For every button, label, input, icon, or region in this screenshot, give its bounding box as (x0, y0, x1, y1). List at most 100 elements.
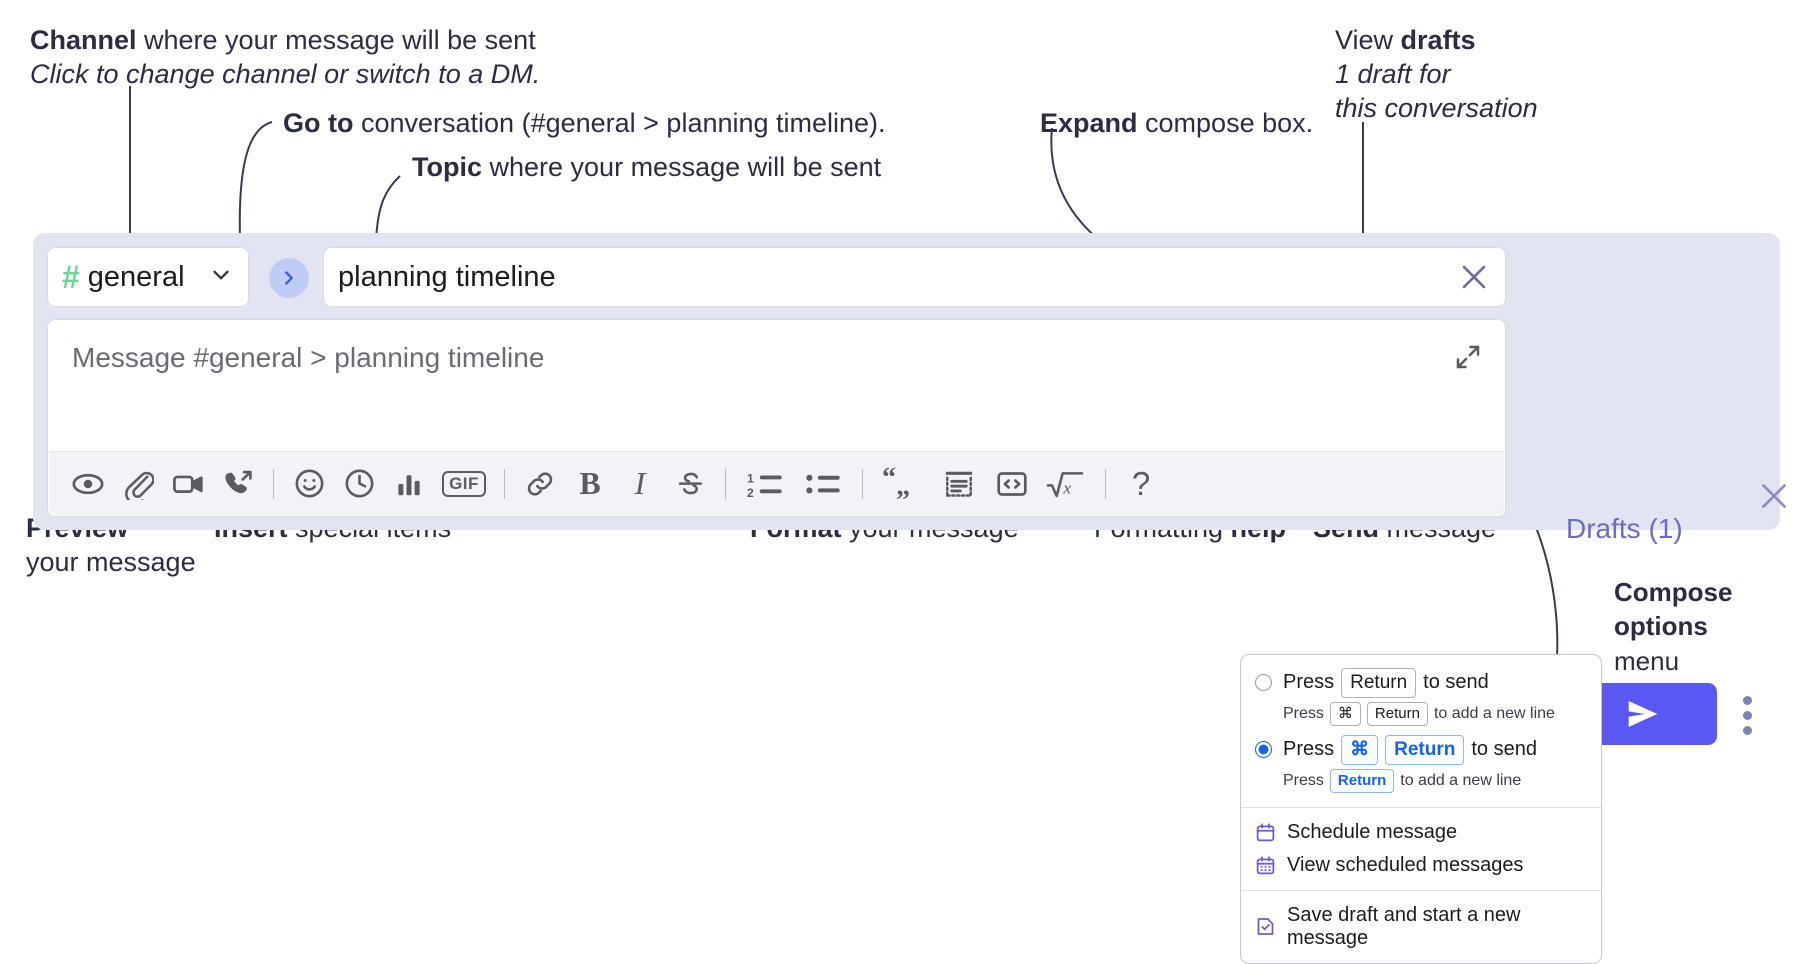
annotation-compose-options-l3: menu (1614, 645, 1680, 676)
compose-inner: # general planning timeline Message #gen… (47, 247, 1506, 517)
svg-text:1: 1 (747, 471, 754, 485)
expand-icon (1456, 345, 1480, 369)
option2-sub-press: Press (1283, 771, 1324, 789)
gif-icon[interactable]: GIF (434, 460, 494, 508)
annotation-goto-bold: Go to (283, 108, 354, 138)
compose-options-menu: Press Return to send Press ⌘ Return to a… (1240, 654, 1602, 964)
menu-item-view-scheduled-messages[interactable]: View scheduled messages (1241, 849, 1601, 882)
menu-item-label: View scheduled messages (1287, 853, 1524, 876)
attachment-icon[interactable] (113, 460, 163, 508)
bulleted-list-icon[interactable] (794, 460, 852, 508)
message-placeholder: Message #general > planning timeline (72, 342, 545, 373)
annotation-topic-rest: where your message will be sent (482, 152, 882, 182)
channel-row: # general planning timeline (47, 247, 1506, 309)
option2-suffix: to send (1471, 738, 1537, 761)
channel-name: general (87, 260, 185, 293)
annotation-channel-rest: where your message will be sent (136, 25, 536, 55)
annotation-drafts: View drafts 1 draft for this conversatio… (1335, 23, 1538, 125)
annotation-expand: Expand compose box. (1040, 106, 1313, 140)
emoji-smiley-icon[interactable] (284, 460, 334, 508)
svg-text:“: “ (882, 467, 896, 493)
panel-close-button[interactable] (1756, 478, 1792, 519)
more-options-vertical-icon (1743, 696, 1752, 705)
annotation-drafts-l3: this conversation (1335, 93, 1538, 124)
gif-label: GIF (442, 470, 486, 497)
hash-icon: # (62, 259, 80, 295)
more-options-vertical-icon (1743, 711, 1752, 720)
inline-code-icon[interactable] (987, 460, 1037, 508)
close-icon (1762, 484, 1786, 508)
annotation-expand-rest: compose box. (1137, 108, 1314, 138)
annotation-drafts-pre: View (1335, 25, 1401, 55)
compose-options-button[interactable] (1743, 696, 1752, 741)
option1-press: Press (1283, 671, 1335, 694)
topic-clear-button[interactable] (1457, 260, 1491, 294)
svg-text:2: 2 (747, 485, 754, 499)
option1-sub-key1: ⌘ (1329, 701, 1361, 726)
toolbar-separator (725, 468, 726, 499)
goto-conversation-button[interactable] (269, 258, 309, 298)
clock-icon[interactable] (334, 460, 384, 508)
calendar-grid-icon (1255, 855, 1276, 876)
annotation-preview-l2: your message (26, 547, 196, 578)
annotation-drafts-bold: drafts (1400, 25, 1476, 55)
toolbar-separator (1105, 468, 1106, 499)
link-icon[interactable] (515, 460, 565, 508)
formatting-toolbar: GIF B I 1 2 (49, 451, 1504, 515)
bold-icon[interactable]: B (579, 465, 601, 501)
italic-icon[interactable]: I (634, 465, 646, 501)
bar-chart-icon[interactable] (384, 460, 434, 508)
ordered-list-icon[interactable]: 1 2 (736, 460, 794, 508)
svg-text:„: „ (896, 470, 910, 500)
more-options-vertical-icon (1743, 726, 1752, 735)
annotation-goto-rest: conversation (#general > planning timeli… (353, 108, 886, 138)
channel-selector[interactable]: # general (47, 247, 249, 307)
topic-input[interactable]: planning timeline (323, 247, 1506, 307)
annotation-channel-bold: Channel (30, 25, 137, 55)
menu-option-cmd-return-to-send[interactable]: Press ⌘ Return to send (1241, 732, 1601, 768)
option2-key1: ⌘ (1341, 734, 1379, 765)
menu-item-label: Save draft and start a new message (1287, 903, 1521, 949)
code-block-icon[interactable] (931, 460, 987, 508)
menu-item-label: Schedule message (1287, 820, 1458, 843)
close-icon (1462, 265, 1486, 289)
menu-item-save-draft[interactable]: Save draft and start a new message (1241, 899, 1601, 955)
svg-text:x: x (1062, 478, 1071, 497)
phone-forward-icon[interactable] (213, 460, 263, 508)
menu-item-schedule-message[interactable]: Schedule message (1241, 816, 1601, 849)
annotation-topic: Topic where your message will be sent (412, 150, 881, 184)
menu-divider (1241, 889, 1601, 891)
annotation-channel: Channel where your message will be sent … (30, 23, 540, 91)
preview-icon[interactable] (63, 460, 113, 508)
video-camera-icon[interactable] (163, 460, 213, 508)
annotation-compose-options-l1: Compose (1614, 577, 1733, 607)
blockquote-icon[interactable]: “ „ (873, 460, 931, 508)
menu-option1-sub: Press ⌘ Return to add a new line (1241, 701, 1601, 732)
help-icon[interactable]: ? (1131, 464, 1151, 502)
menu-option2-sub: Press Return to add a new line (1241, 768, 1601, 799)
compose-panel: # general planning timeline Message #gen… (33, 233, 1786, 745)
latex-icon[interactable]: x (1037, 460, 1095, 508)
option2-sub-suffix: to add a new line (1400, 771, 1522, 789)
annotation-drafts-l2: 1 draft for (1335, 59, 1451, 90)
toolbar-separator (273, 468, 274, 499)
toolbar-separator (504, 468, 505, 499)
option1-sub-press: Press (1283, 704, 1324, 722)
option2-key2: Return (1385, 734, 1465, 765)
message-input-box[interactable]: Message #general > planning timeline (47, 319, 1506, 517)
menu-option-return-to-send[interactable]: Press Return to send (1241, 665, 1601, 701)
radio-unselected-icon (1255, 674, 1272, 692)
drafts-link[interactable]: Drafts (1) (1566, 513, 1683, 544)
annotation-compose-options-l2: options (1614, 611, 1708, 642)
strikethrough-icon[interactable] (665, 460, 715, 508)
menu-divider (1241, 806, 1601, 808)
annotation-compose-options: Compose options menu (1614, 575, 1732, 678)
annotation-channel-sub: Click to change channel or switch to a D… (30, 59, 541, 90)
expand-compose-button[interactable] (1453, 342, 1483, 377)
option1-sub-suffix: to add a new line (1433, 704, 1555, 722)
option2-press: Press (1283, 738, 1335, 761)
option1-key: Return (1341, 668, 1417, 698)
annotation-goto: Go to conversation (#general > planning … (283, 106, 886, 140)
toolbar-separator (862, 468, 863, 499)
annotation-topic-bold: Topic (412, 152, 482, 182)
